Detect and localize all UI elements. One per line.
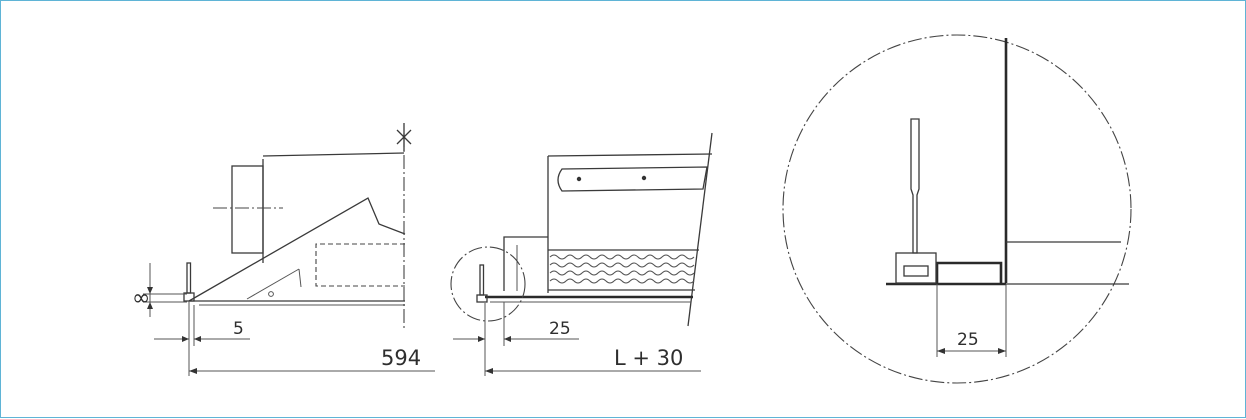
detail-marker-circle bbox=[450, 246, 526, 322]
front-hanger-clamp bbox=[476, 294, 488, 303]
offset-middle-dimension: 25 bbox=[453, 302, 579, 376]
detail-clamp-block bbox=[895, 252, 937, 284]
offset-small-arrow-right bbox=[194, 336, 201, 342]
front-break-line bbox=[687, 132, 713, 327]
length-dimension: L + 30 bbox=[485, 346, 701, 374]
filter-wave-2 bbox=[549, 262, 695, 268]
detail-channel bbox=[935, 261, 1003, 284]
length-arrow-left bbox=[485, 368, 493, 374]
gap-arrow-bottom bbox=[147, 302, 153, 309]
side-hidden-fan-box bbox=[315, 243, 405, 287]
front-top-rail bbox=[557, 166, 708, 192]
gap-dimension-label: ∞ bbox=[132, 286, 150, 311]
detail-hanger-rod bbox=[910, 118, 920, 254]
depth-dimension: 594 bbox=[189, 346, 435, 374]
front-rail-rivet-left bbox=[576, 176, 582, 182]
depth-label: 594 bbox=[381, 346, 421, 370]
symmetry-mark bbox=[396, 123, 412, 151]
front-top-edge bbox=[547, 153, 713, 157]
detail-clamp-slot bbox=[903, 265, 929, 277]
front-step-frame bbox=[503, 236, 548, 291]
side-rivet bbox=[268, 291, 274, 297]
detail-arrow-right bbox=[998, 348, 1006, 354]
depth-arrow-left bbox=[189, 368, 197, 374]
detail-view: 25 bbox=[782, 34, 1132, 384]
filter-wave-1 bbox=[549, 254, 695, 260]
side-box-top-edge bbox=[262, 152, 405, 157]
detail-circle bbox=[782, 34, 1132, 384]
offset-small-dimension: 5 bbox=[154, 301, 250, 376]
length-label: L + 30 bbox=[614, 346, 683, 370]
offset-middle-arrow-left bbox=[478, 336, 485, 342]
gap-arrow-top bbox=[147, 287, 153, 294]
offset-middle-label: 25 bbox=[549, 319, 571, 339]
side-inner-slope bbox=[246, 268, 300, 300]
offset-small-arrow-left bbox=[182, 336, 189, 342]
side-hanger-rod bbox=[186, 262, 192, 294]
detail-offset-label: 25 bbox=[957, 330, 979, 350]
front-hanger-rod bbox=[479, 264, 485, 296]
filter-wave-4 bbox=[549, 278, 695, 284]
gap-dimension: ∞ bbox=[132, 263, 187, 317]
side-inner-slope-end bbox=[298, 268, 302, 288]
side-duct-spigot bbox=[231, 165, 264, 254]
offset-middle-arrow-right bbox=[504, 336, 511, 342]
side-view bbox=[183, 123, 412, 331]
detail-arrow-left bbox=[937, 348, 945, 354]
front-view bbox=[450, 132, 713, 327]
side-filter-slope bbox=[188, 197, 406, 302]
filter-wave-3 bbox=[549, 270, 695, 276]
front-rail-rivet-right bbox=[641, 175, 647, 181]
offset-small-label: 5 bbox=[233, 319, 244, 339]
